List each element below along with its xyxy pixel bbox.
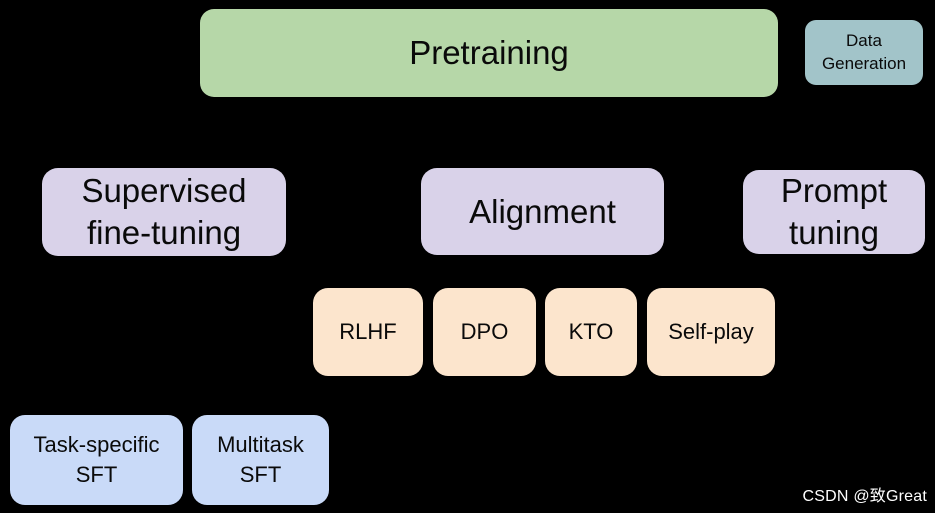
box-multitask-sft-label: Multitask SFT [217, 432, 304, 487]
box-prompt-tuning: Prompt tuning [743, 170, 925, 254]
box-data-generation-label: Data Generation [821, 31, 907, 73]
box-dpo-label: DPO [460, 319, 509, 344]
box-rlhf: RLHF [313, 288, 423, 376]
box-rlhf-label: RLHF [339, 319, 397, 344]
box-alignment-label: Alignment [469, 192, 616, 230]
box-multitask-sft: Multitask SFT [192, 415, 329, 505]
box-data-generation: Data Generation [805, 20, 923, 85]
box-task-specific-sft-label: Task-specific SFT [33, 432, 160, 487]
box-dpo: DPO [433, 288, 536, 376]
watermark: CSDN @致Great [802, 488, 927, 505]
box-kto-label: KTO [568, 319, 614, 344]
box-self-play: Self-play [647, 288, 775, 376]
box-kto: KTO [545, 288, 637, 376]
box-alignment: Alignment [421, 168, 664, 255]
box-pretraining: Pretraining [200, 9, 778, 97]
box-self-play-label: Self-play [668, 319, 754, 344]
box-task-specific-sft: Task-specific SFT [10, 415, 183, 505]
box-pretraining-label: Pretraining [409, 34, 569, 71]
box-supervised-fine-tuning-label: Supervised fine-tuning [81, 172, 247, 251]
box-supervised-fine-tuning: Supervised fine-tuning [42, 168, 286, 256]
box-prompt-tuning-label: Prompt tuning [780, 172, 888, 251]
